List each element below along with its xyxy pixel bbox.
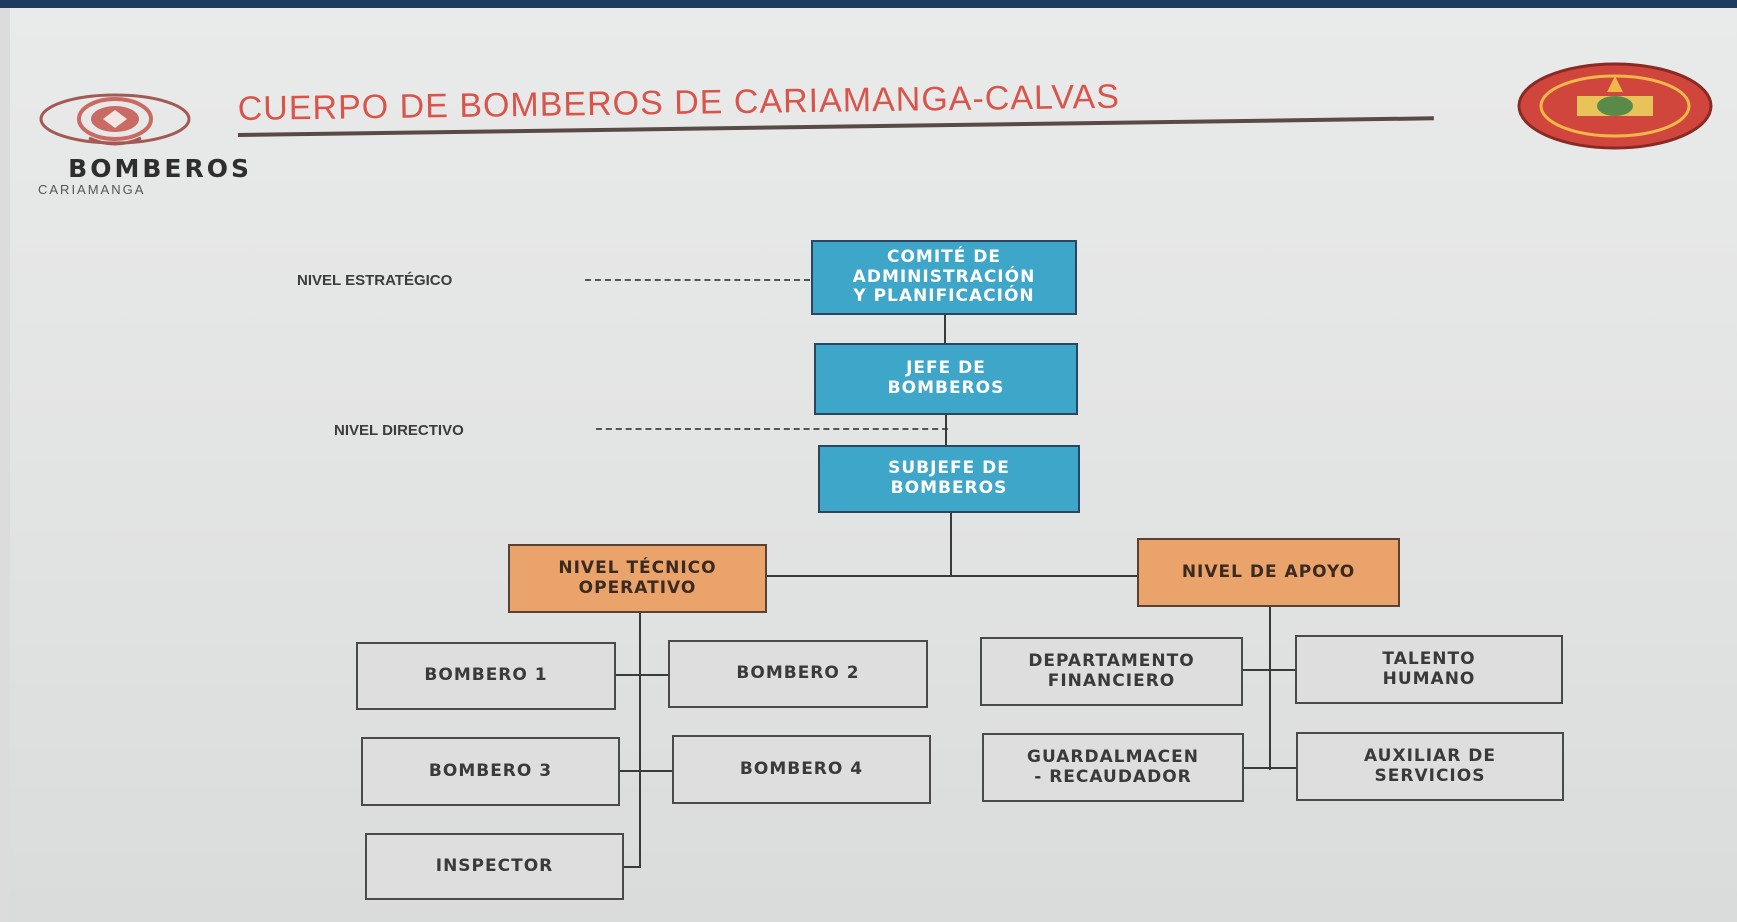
unit-bombero-4: BOMBERO 4 — [672, 735, 931, 804]
connector-bombero-3-4 — [620, 770, 672, 772]
connector-chief-deputy — [945, 415, 947, 445]
level-label-directive: NIVEL DIRECTIVO — [334, 422, 464, 439]
unit-bombero-1: BOMBERO 1 — [356, 642, 616, 710]
connector-committee-chief — [944, 315, 946, 343]
connector-warehouse-services — [1244, 767, 1296, 769]
unit-warehouse-collector: GUARDALMACEN - RECAUDADOR — [982, 733, 1244, 802]
connector-bombero-1-2 — [616, 674, 668, 676]
connector-support-trunk — [1269, 607, 1271, 770]
fire-department-seal-icon — [1517, 62, 1713, 150]
unit-inspector: INSPECTOR — [365, 833, 624, 900]
connector-finance-hr — [1243, 669, 1295, 671]
deputy-chief-box: SUBJEFE DE BOMBEROS — [818, 445, 1080, 513]
connector-deputy-branch — [950, 512, 952, 576]
fire-department-logo-icon — [39, 93, 191, 146]
unit-bombero-3: BOMBERO 3 — [361, 737, 620, 806]
unit-auxiliary-services: AUXILIAR DE SERVICIOS — [1296, 732, 1564, 801]
connector-branch-horizontal — [767, 575, 1138, 577]
committee-box: COMITÉ DE ADMINISTRACIÓN Y PLANIFICACIÓN — [811, 240, 1077, 315]
level-label-strategic: NIVEL ESTRATÉGICO — [297, 272, 453, 289]
support-level-box: NIVEL DE APOYO — [1137, 538, 1400, 607]
unit-financial-department: DEPARTAMENTO FINANCIERO — [980, 637, 1243, 706]
technical-level-box: NIVEL TÉCNICO OPERATIVO — [508, 544, 767, 613]
brand-name: BOMBEROS — [68, 154, 252, 183]
strategic-dashed-guide — [585, 279, 810, 281]
top-bar — [0, 0, 1737, 8]
brand-subtitle: CARIAMANGA — [38, 182, 146, 197]
chief-box: JEFE DE BOMBEROS — [814, 343, 1078, 415]
connector-inspector — [624, 866, 640, 868]
unit-bombero-2: BOMBERO 2 — [668, 640, 928, 708]
connector-technical-trunk — [639, 613, 641, 868]
unit-human-talent: TALENTO HUMANO — [1295, 635, 1563, 704]
directive-dashed-guide — [596, 428, 948, 430]
